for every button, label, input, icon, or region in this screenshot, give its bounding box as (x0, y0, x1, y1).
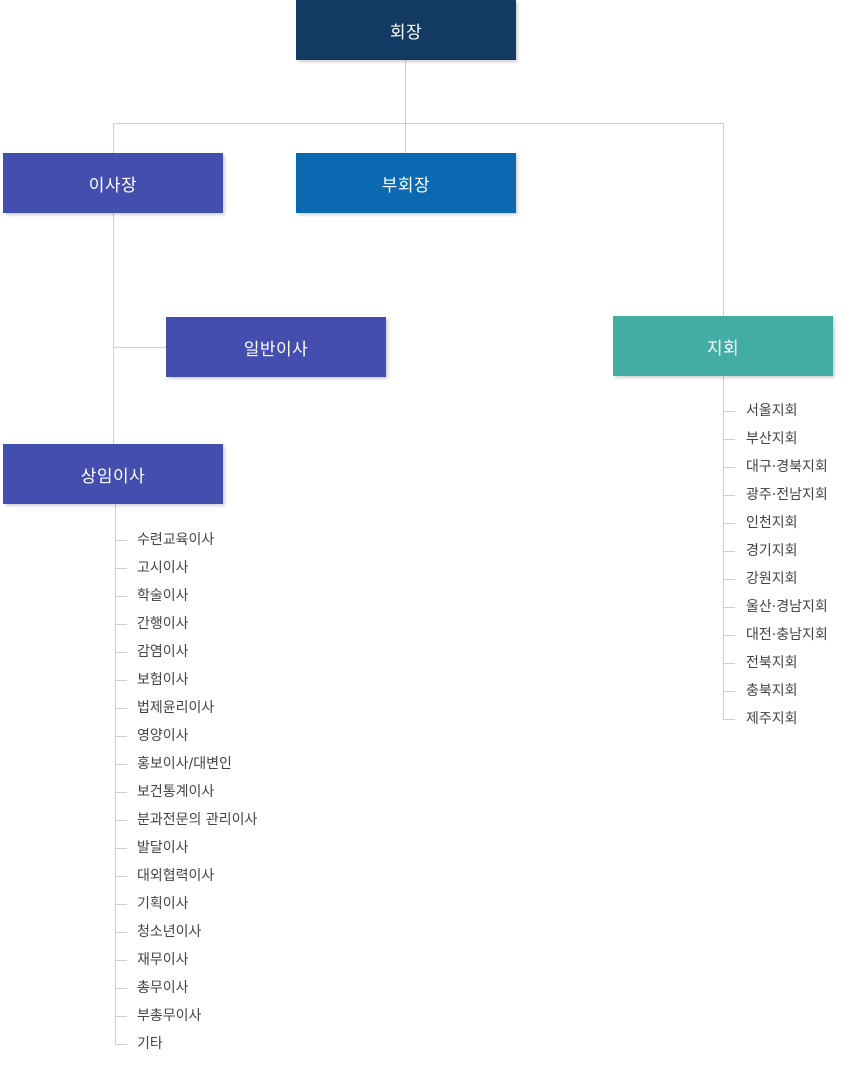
standing-director-item[interactable]: 보건통계이사 (137, 784, 215, 800)
connector-branch-list-vertical (723, 376, 724, 719)
standing-director-item[interactable]: 학술이사 (137, 588, 189, 604)
standing-director-item[interactable]: 총무이사 (137, 980, 189, 996)
branch-item-tick (723, 719, 735, 720)
standing-director-item[interactable]: 청소년이사 (137, 924, 202, 940)
standing-director-item[interactable]: 부총무이사 (137, 1008, 202, 1024)
standing-director-item-tick (115, 540, 127, 541)
branch-item[interactable]: 대전·충남지회 (746, 627, 828, 643)
board-chair-box[interactable]: 이사장 (3, 153, 223, 213)
standing-director-item-tick (115, 792, 127, 793)
branches-label: 지회 (706, 338, 740, 359)
standing-director-item[interactable]: 고시이사 (137, 560, 189, 576)
branch-item-tick (723, 635, 735, 636)
branch-item[interactable]: 부산지회 (746, 431, 798, 447)
connector-chairman-down (405, 60, 406, 153)
standing-director-item[interactable]: 기획이사 (137, 896, 189, 912)
standing-director-item[interactable]: 영양이사 (137, 728, 189, 744)
standing-director-item-tick (115, 596, 127, 597)
branch-item-tick (723, 495, 735, 496)
branch-item-tick (723, 551, 735, 552)
standing-director-item-tick (115, 624, 127, 625)
standing-director-item-tick (115, 764, 127, 765)
branch-item-tick (723, 439, 735, 440)
branch-item-tick (723, 467, 735, 468)
standing-director-item-tick (115, 932, 127, 933)
standing-director-item-tick (115, 680, 127, 681)
connector-board-chair-down (113, 213, 114, 444)
vice-chairman-box[interactable]: 부회장 (296, 153, 516, 213)
branch-item[interactable]: 서울지회 (746, 403, 798, 419)
standing-director-item-tick (115, 848, 127, 849)
standing-director-item-tick (115, 820, 127, 821)
standing-director-item[interactable]: 재무이사 (137, 952, 189, 968)
branch-item-tick (723, 691, 735, 692)
connector-branch-drop (723, 123, 724, 316)
vice-chairman-label: 부회장 (381, 175, 431, 196)
branch-item[interactable]: 대구·경북지회 (746, 459, 828, 475)
branch-item[interactable]: 경기지회 (746, 543, 798, 559)
standing-director-item-tick (115, 652, 127, 653)
standing-director-item[interactable]: 홍보이사/대변인 (137, 756, 232, 772)
standing-director-item[interactable]: 기타 (137, 1036, 163, 1052)
standing-director-item-tick (115, 988, 127, 989)
standing-director-item-tick (115, 568, 127, 569)
standing-director-item[interactable]: 보험이사 (137, 672, 189, 688)
standing-director-item[interactable]: 발달이사 (137, 840, 189, 856)
branch-item-tick (723, 607, 735, 608)
standing-directors-box[interactable]: 상임이사 (3, 444, 223, 504)
standing-director-item-tick (115, 960, 127, 961)
branch-item-tick (723, 579, 735, 580)
standing-director-item[interactable]: 분과전문의 관리이사 (137, 812, 258, 828)
standing-director-item-tick (115, 708, 127, 709)
branch-item[interactable]: 전북지회 (746, 655, 798, 671)
branch-item[interactable]: 강원지회 (746, 571, 798, 587)
standing-director-item-tick (115, 1016, 127, 1017)
branch-item[interactable]: 울산·경남지회 (746, 599, 828, 615)
connector-standing-list-vertical (115, 504, 116, 1045)
branch-item[interactable]: 광주·전남지회 (746, 487, 828, 503)
standing-director-item-tick (115, 904, 127, 905)
branch-item[interactable]: 제주지회 (746, 711, 798, 727)
standing-director-item[interactable]: 대외협력이사 (137, 868, 215, 884)
branch-item[interactable]: 인천지회 (746, 515, 798, 531)
general-directors-box[interactable]: 일반이사 (166, 317, 386, 377)
branch-item[interactable]: 충북지회 (746, 683, 798, 699)
board-chair-label: 이사장 (88, 175, 138, 196)
standing-director-item[interactable]: 수련교육이사 (137, 532, 215, 548)
connector-board-chair-drop (113, 123, 114, 153)
connector-top-horizontal (113, 123, 724, 124)
general-directors-label: 일반이사 (243, 339, 309, 360)
standing-director-item[interactable]: 법제윤리이사 (137, 700, 215, 716)
standing-directors-label: 상임이사 (80, 466, 146, 487)
connector-general-directors (113, 347, 166, 348)
standing-director-item-tick (115, 1044, 127, 1045)
standing-director-item-tick (115, 876, 127, 877)
branches-box[interactable]: 지회 (613, 316, 833, 376)
branch-item-tick (723, 663, 735, 664)
standing-director-item-tick (115, 736, 127, 737)
standing-director-item[interactable]: 간행이사 (137, 616, 189, 632)
branch-item-tick (723, 523, 735, 524)
standing-director-item[interactable]: 감염이사 (137, 644, 189, 660)
chairman-box[interactable]: 회장 (296, 0, 516, 60)
branch-item-tick (723, 411, 735, 412)
chairman-label: 회장 (389, 22, 423, 43)
